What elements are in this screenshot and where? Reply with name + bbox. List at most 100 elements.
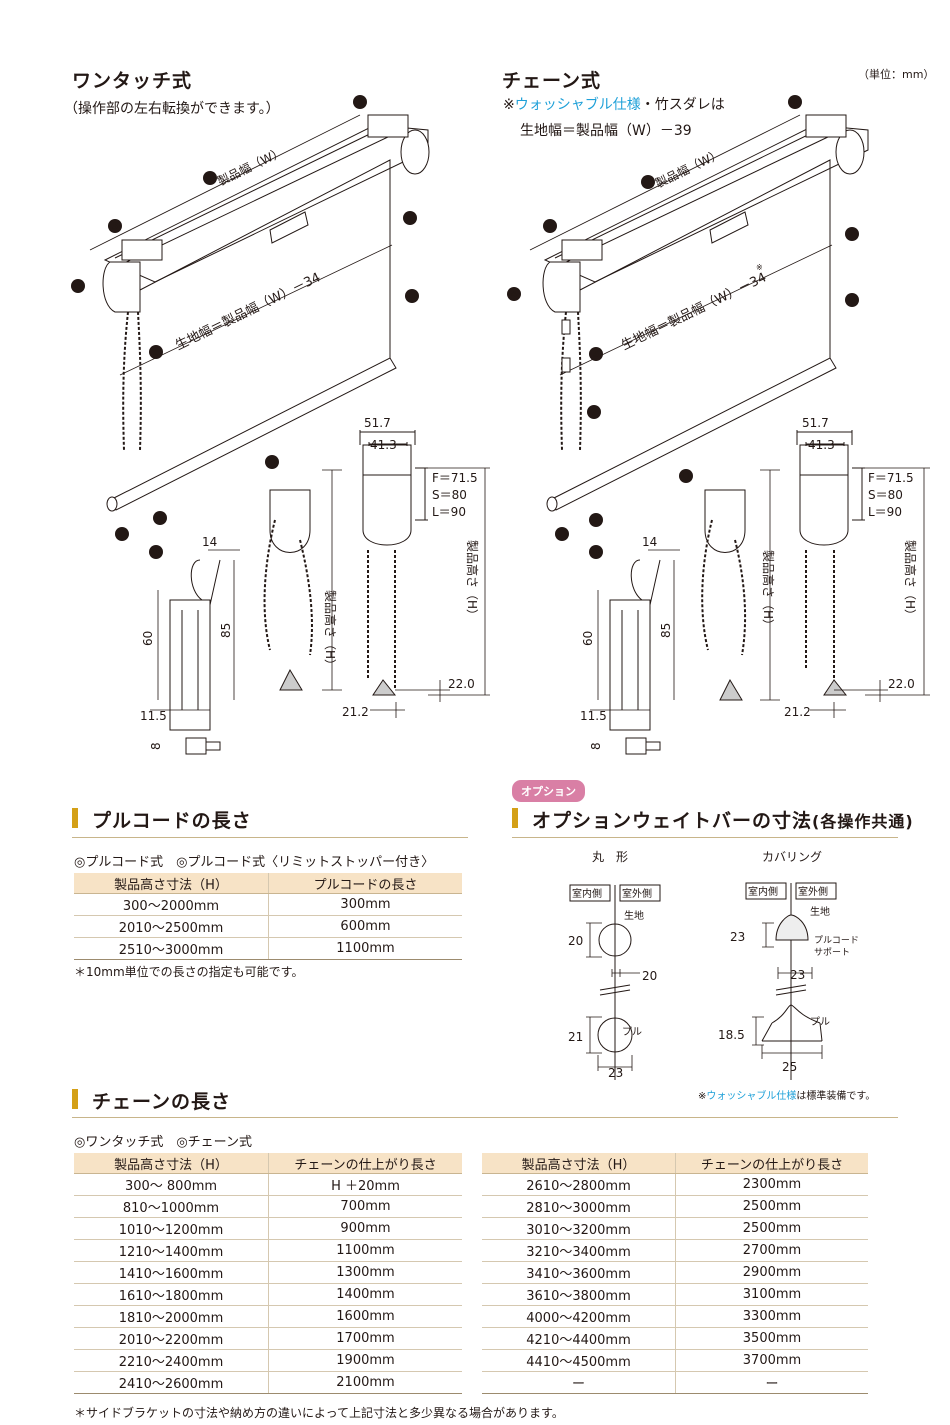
cell: 3300mm (675, 1305, 868, 1328)
accent-bar (72, 1089, 78, 1109)
chain-length-divider (72, 1117, 898, 1118)
cell: 3610～3800mm (482, 1283, 676, 1306)
c-marker-7: 7 (591, 408, 597, 418)
cover-indoor: 室内側 (748, 885, 778, 898)
cell: 2510～3000mm (74, 937, 269, 960)
pull-cord-types: ◎プルコード式 ◎プルコード式〈リミットストッパー付き〉 (74, 855, 435, 870)
marker-16: 16 (150, 548, 163, 558)
option-badge: オプション (512, 780, 585, 802)
round-dim-23: 23 (608, 1066, 623, 1080)
c-dim-f: F＝71.5 (868, 471, 914, 485)
round-dim-20a: 20 (568, 934, 583, 948)
height-label-1: 製品高さ（H） (323, 590, 338, 671)
cell: 2010～2200mm (74, 1327, 269, 1350)
cover-dim-23a: 23 (730, 930, 745, 944)
dim-51-7: 51.7 (364, 416, 391, 430)
accent-bar (512, 808, 518, 828)
c-marker-10: 10 (846, 296, 859, 306)
weight-bar-diagram: 丸 形 カバリング 室内側 室外側 生地 プル 室内側 室外側 生地 プル (568, 850, 859, 1080)
marker-5: 5 (153, 348, 159, 358)
cell: 3010～3200mm (482, 1217, 676, 1240)
marker-6: 6 (157, 514, 163, 524)
cell: 1610～1800mm (74, 1283, 269, 1306)
c-marker-5: 5 (593, 350, 599, 360)
pull-cord-header-length: プルコードの長さ (268, 873, 462, 894)
chain-length-footnote: ＊サイドブラケットの寸法や納め方の違いによって上記寸法と多少異なる場合があります… (74, 1406, 564, 1420)
unit-label: （単位：mm） (858, 68, 935, 81)
dim-f: F＝71.5 (432, 471, 478, 485)
dim-l: L＝90 (432, 505, 466, 519)
c-marker-11: 11 (680, 472, 693, 482)
cell: 2300mm (675, 1173, 868, 1196)
pull-cord-heading-text: プルコードの長さ (92, 810, 252, 832)
option-divider (512, 837, 898, 838)
cell: 300～2000mm (74, 893, 269, 916)
c-marker-16: 16 (590, 548, 603, 558)
pull-cord-header-height: 製品高さ寸法（H） (74, 873, 269, 894)
marker-3: 3 (112, 222, 118, 232)
table-row: ーー (482, 1371, 868, 1394)
c-dim-11-5: 11.5 (580, 709, 607, 723)
c-dim-22-0: 22.0 (888, 677, 915, 691)
chain-note-prefix: ※ (503, 97, 515, 113)
chain-left-header-length: チェーンの仕上がり長さ (268, 1153, 462, 1174)
cell: 600mm (268, 915, 462, 938)
round-outdoor: 室外側 (622, 887, 652, 900)
dim-21-2: 21.2 (342, 705, 369, 719)
dim-85: 85 (219, 623, 233, 638)
one-touch-diagram: 1 2 3 4 5 6 9 10 11 12 16 製品幅（W） 生地幅＝製品幅… (71, 95, 490, 755)
chain-diagram: 1 2 3 4 5 6 7 9 10 11 12 16 製品幅（W） 生地幅＝製… (507, 95, 930, 755)
cover-fabric: 生地 (810, 905, 830, 918)
c-dim-l: L＝90 (868, 505, 902, 519)
c-dim-51-7: 51.7 (802, 416, 829, 430)
c-dim-8: 8 (589, 742, 603, 750)
cover-dim-18-5: 18.5 (718, 1028, 745, 1042)
chain-note-line2: 生地幅＝製品幅（W）－39 (520, 123, 692, 139)
cell: 3410～3600mm (482, 1261, 676, 1284)
c-marker-4: 4 (511, 290, 517, 300)
dim-11-5: 11.5 (140, 709, 167, 723)
cell: 3210～3400mm (482, 1239, 676, 1262)
pull-cord-footnote: ＊10mm単位での長さの指定も可能です。 (74, 965, 304, 979)
marker-1: 1 (357, 98, 363, 108)
cell: 4210～4400mm (482, 1327, 676, 1350)
round-title: 丸 形 (592, 850, 628, 864)
cell: 2410～2600mm (74, 1371, 269, 1394)
chain-note-blue: ウォッシャブル仕様 (514, 97, 641, 113)
cell: 1300mm (268, 1261, 462, 1284)
cell: 300～ 800mm (74, 1173, 269, 1196)
cell: 2100mm (268, 1371, 462, 1394)
dim-60: 60 (141, 631, 155, 646)
cell: 1010～1200mm (74, 1217, 269, 1240)
chain-left-header-height: 製品高さ寸法（H） (74, 1153, 269, 1174)
c-dim-s: S＝80 (868, 488, 903, 502)
one-touch-note: （操作部の左右転換ができます。） (64, 101, 280, 117)
round-indoor: 室内側 (572, 887, 602, 900)
option-note-rest: は標準装備です。 (796, 1091, 876, 1102)
c-fabric-width-label: 生地幅＝製品幅（W）－34 (619, 270, 769, 353)
height-label-2: 製品高さ（H） (465, 540, 480, 621)
cover-dim-23b: 23 (790, 968, 805, 982)
cover-support-1: プルコード (814, 935, 859, 946)
cell: 4410～4500mm (482, 1349, 676, 1372)
option-heading: オプションウェイトバーの寸法(各操作共通) (512, 806, 932, 832)
option-note: ※ウォッシャブル仕様は標準装備です。 (698, 1087, 875, 1102)
marker-10: 10 (406, 292, 419, 302)
dim-8: 8 (149, 742, 163, 750)
